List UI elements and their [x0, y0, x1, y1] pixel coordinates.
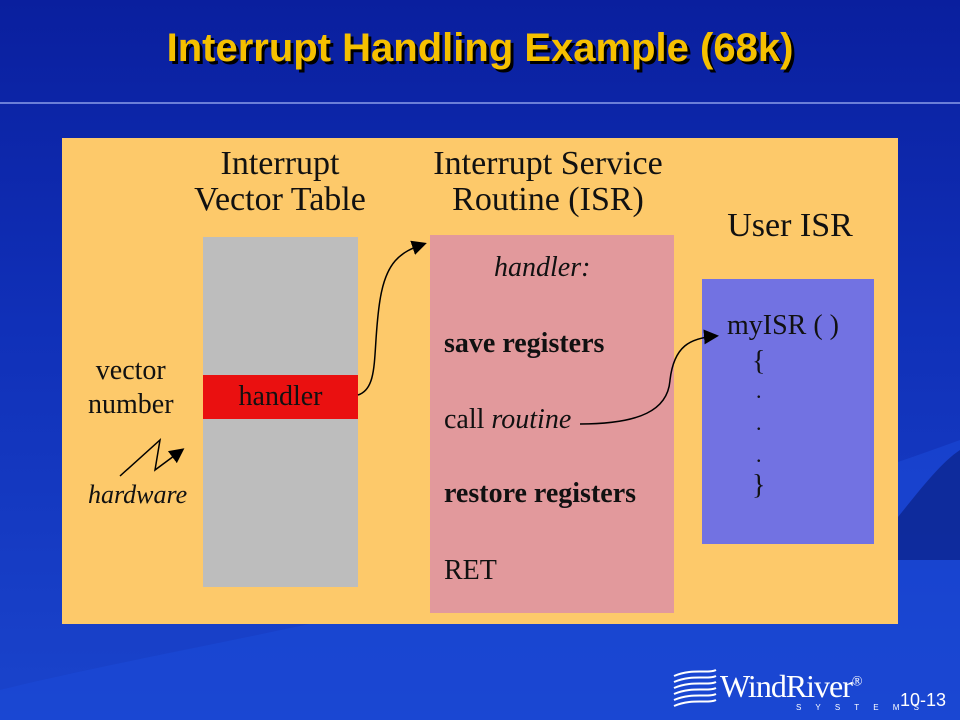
isr-restore-registers: restore registers	[444, 478, 637, 509]
logo-wordmark: WindRiver®	[720, 668, 863, 705]
windriver-logo-icon	[673, 669, 717, 707]
user-isr-open-brace: {	[752, 346, 766, 377]
isr-header-line2: Routine (ISR)	[452, 181, 644, 218]
user-isr-function: myISR ( )	[727, 310, 839, 341]
vector-label-line1: vector	[95, 355, 166, 386]
logo-registered-mark: ®	[851, 674, 863, 690]
hardware-lightning-icon	[119, 438, 185, 477]
vector-number-label: vector number	[88, 354, 174, 422]
call-to-user-isr-arrow	[579, 329, 719, 425]
handler-to-isr-arrow	[357, 240, 427, 396]
hardware-label: hardware	[88, 480, 188, 509]
user-isr-box	[702, 279, 874, 544]
isr-box	[430, 235, 674, 613]
handler-vector-entry: handler	[203, 375, 358, 419]
slide-title: Interrupt Handling Example (68k)	[166, 26, 794, 70]
isr-ret: RET	[444, 555, 497, 586]
ivt-header-line1: Interrupt	[220, 145, 340, 182]
isr-header: Interrupt Service Routine (ISR)	[398, 146, 698, 218]
isr-routine-word: routine	[491, 404, 572, 435]
logo-name: WindRiver	[720, 668, 853, 704]
isr-handler-label: handler:	[494, 252, 591, 283]
ivt-header: Interrupt Vector Table	[160, 146, 400, 218]
page-number: 10-13	[899, 690, 946, 710]
vector-label-line2: number	[88, 389, 174, 420]
user-isr-dot-1: .	[756, 378, 762, 403]
title-divider	[0, 102, 960, 104]
isr-header-line1: Interrupt Service	[433, 145, 663, 182]
user-isr-close-brace: }	[752, 470, 766, 501]
user-isr-dot-3: .	[756, 442, 762, 467]
isr-call-word: call	[444, 404, 485, 435]
logo-subtitle: S Y S T E M S	[796, 703, 925, 712]
user-isr-header: User ISR	[727, 207, 853, 244]
ivt-header-line2: Vector Table	[194, 181, 366, 218]
isr-save-registers: save registers	[444, 328, 605, 359]
isr-call-routine: call routine	[444, 404, 571, 436]
user-isr-dot-2: .	[756, 410, 762, 435]
